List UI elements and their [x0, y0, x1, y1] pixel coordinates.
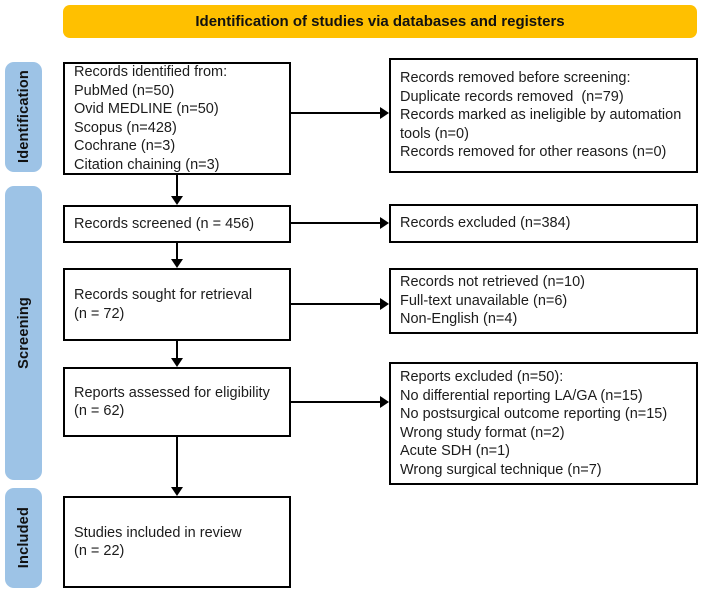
- arrow-right-icon: [380, 298, 389, 310]
- box-line: (n = 22): [74, 543, 125, 559]
- records-excluded-box: Records excluded (n=384): [389, 204, 698, 243]
- box-line: (n = 72): [74, 305, 125, 322]
- diagram-title: Identification of studies via databases …: [195, 13, 565, 30]
- arrow-right-icon: [380, 396, 389, 408]
- diagram-title-banner: Identification of studies via databases …: [63, 5, 697, 38]
- arrow-screened-to-excluded-line: [291, 222, 380, 224]
- arrow-sought-to-assessed-line: [176, 341, 178, 358]
- stage-tab-included: Included: [5, 488, 42, 588]
- box-line: Wrong surgical technique (n=7): [400, 461, 602, 478]
- box-line: Non-English (n=4): [400, 311, 518, 328]
- arrow-identified-to-screened-line: [176, 175, 178, 196]
- records-identified-box: Records identified from: PubMed (n=50) O…: [63, 62, 291, 175]
- box-line: PubMed (n=50): [74, 82, 175, 99]
- arrow-assessed-to-reportsexcluded-line: [291, 401, 380, 403]
- arrow-down-icon: [171, 358, 183, 367]
- box-line: Reports assessed for eligibility: [74, 384, 270, 401]
- box-line: Duplicate records removed (n=79): [400, 88, 624, 105]
- box-line: Records removed before screening:: [400, 70, 631, 87]
- arrow-identified-to-removed-line: [291, 112, 380, 114]
- box-line: Studies included in review: [74, 524, 242, 541]
- box-line: Ovid MEDLINE (n=50): [74, 101, 219, 117]
- reports-excluded-box: Reports excluded (n=50): No differential…: [389, 362, 698, 485]
- box-line: Records identified from:: [74, 64, 228, 80]
- records-removed-box: Records removed before screening: Duplic…: [389, 58, 698, 173]
- stage-tab-screening: Screening: [5, 186, 42, 480]
- arrow-down-icon: [171, 487, 183, 496]
- arrow-right-icon: [380, 107, 389, 119]
- records-sought-box: Records sought for retrieval (n = 72): [63, 268, 291, 341]
- box-line: Citation chaining (n=3): [74, 156, 220, 173]
- reports-assessed-box: Reports assessed for eligibility (n = 62…: [63, 367, 291, 437]
- arrow-right-icon: [380, 217, 389, 229]
- box-line: Wrong study format (n=2): [400, 424, 565, 441]
- box-line: (n = 62): [74, 403, 125, 419]
- box-line: Full-text unavailable (n=6): [400, 292, 568, 309]
- box-line: Scopus (n=428): [74, 119, 177, 136]
- arrow-sought-to-notretrieved-line: [291, 303, 380, 305]
- arrow-screened-to-sought-line: [176, 243, 178, 259]
- arrow-down-icon: [171, 196, 183, 205]
- box-line: Records sought for retrieval: [74, 287, 253, 303]
- box-line: Records not retrieved (n=10): [400, 274, 585, 291]
- arrow-down-icon: [171, 259, 183, 268]
- box-line: No differential reporting LA/GA (n=15): [400, 387, 643, 404]
- stage-label-identification: Identification: [15, 70, 32, 164]
- records-screened-box: Records screened (n = 456): [63, 205, 291, 243]
- box-line: Records marked as ineligible by automati…: [400, 107, 686, 142]
- box-line: No postsurgical outcome reporting (n=15): [400, 406, 668, 422]
- box-line: Records excluded (n=384): [400, 215, 571, 232]
- box-line: Acute SDH (n=1): [400, 443, 511, 459]
- box-line: Records screened (n = 456): [74, 215, 255, 232]
- studies-included-box: Studies included in review (n = 22): [63, 496, 291, 588]
- stage-label-screening: Screening: [15, 297, 32, 369]
- arrow-assessed-to-included-line: [176, 437, 178, 487]
- box-line: Cochrane (n=3): [74, 138, 176, 154]
- stage-tab-identification: Identification: [5, 62, 42, 172]
- box-line: Records removed for other reasons (n=0): [400, 144, 667, 161]
- stage-label-included: Included: [15, 507, 32, 569]
- box-line: Reports excluded (n=50):: [400, 369, 564, 385]
- records-not-retrieved-box: Records not retrieved (n=10) Full-text u…: [389, 268, 698, 334]
